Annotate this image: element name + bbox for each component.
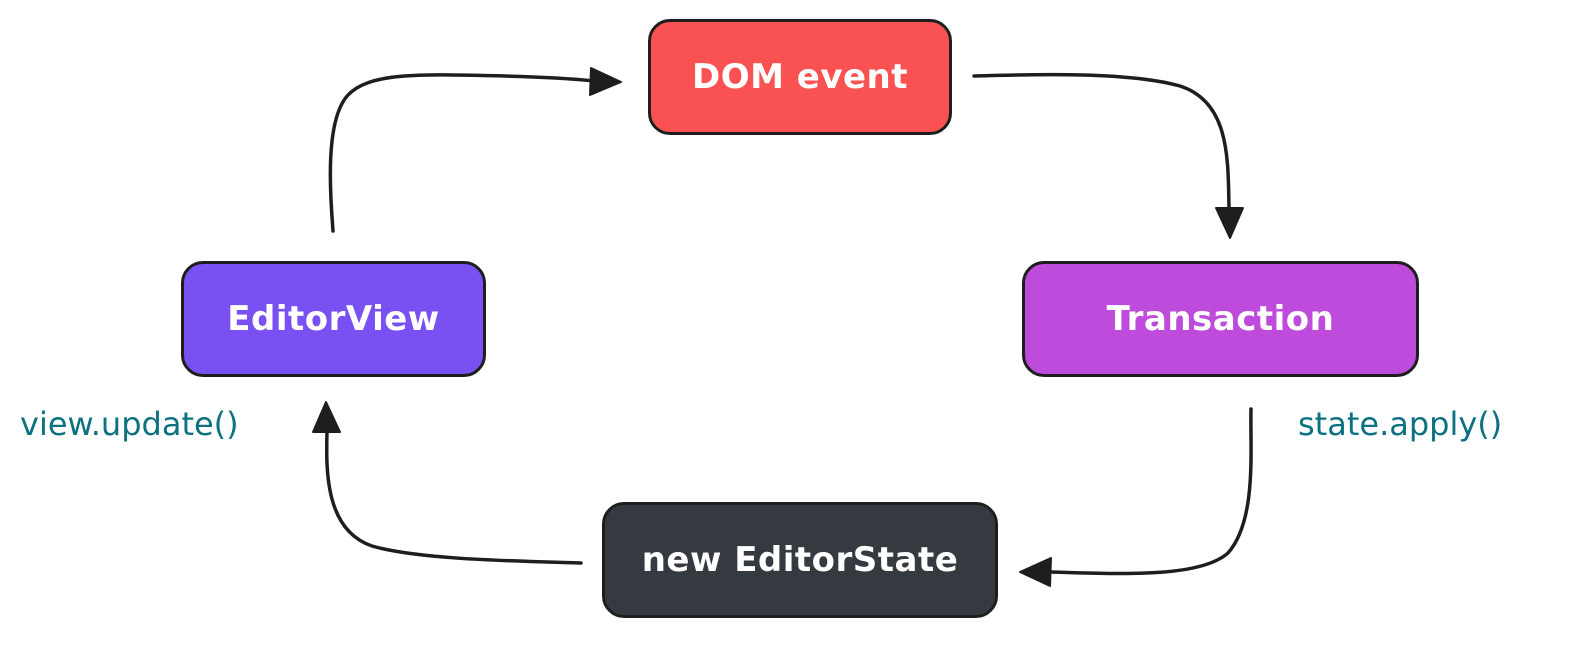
new-editorstate-node: new EditorState <box>602 502 998 618</box>
transaction-label: Transaction <box>1106 299 1335 339</box>
arrowhead-editorview <box>312 401 341 433</box>
state-apply-edge-label: state.apply() <box>1298 405 1503 443</box>
editorview-label: EditorView <box>227 299 440 339</box>
arrowhead-dom-event <box>589 67 622 96</box>
arrowhead-editorstate <box>1019 557 1052 587</box>
arrow-dom-event-to-transaction <box>972 72 1231 210</box>
transaction-node: Transaction <box>1022 261 1419 377</box>
arrowhead-transaction <box>1215 207 1244 239</box>
arrow-editorview-to-dom-event <box>328 73 597 233</box>
arrow-editorstate-to-editorview <box>324 430 583 565</box>
dom-event-node: DOM event <box>648 19 952 135</box>
editorview-node: EditorView <box>181 261 486 377</box>
new-editorstate-label: new EditorState <box>641 540 959 580</box>
view-update-edge-label: view.update() <box>20 405 239 443</box>
dom-event-label: DOM event <box>691 57 909 97</box>
arrow-transaction-to-editorstate <box>1050 407 1253 576</box>
